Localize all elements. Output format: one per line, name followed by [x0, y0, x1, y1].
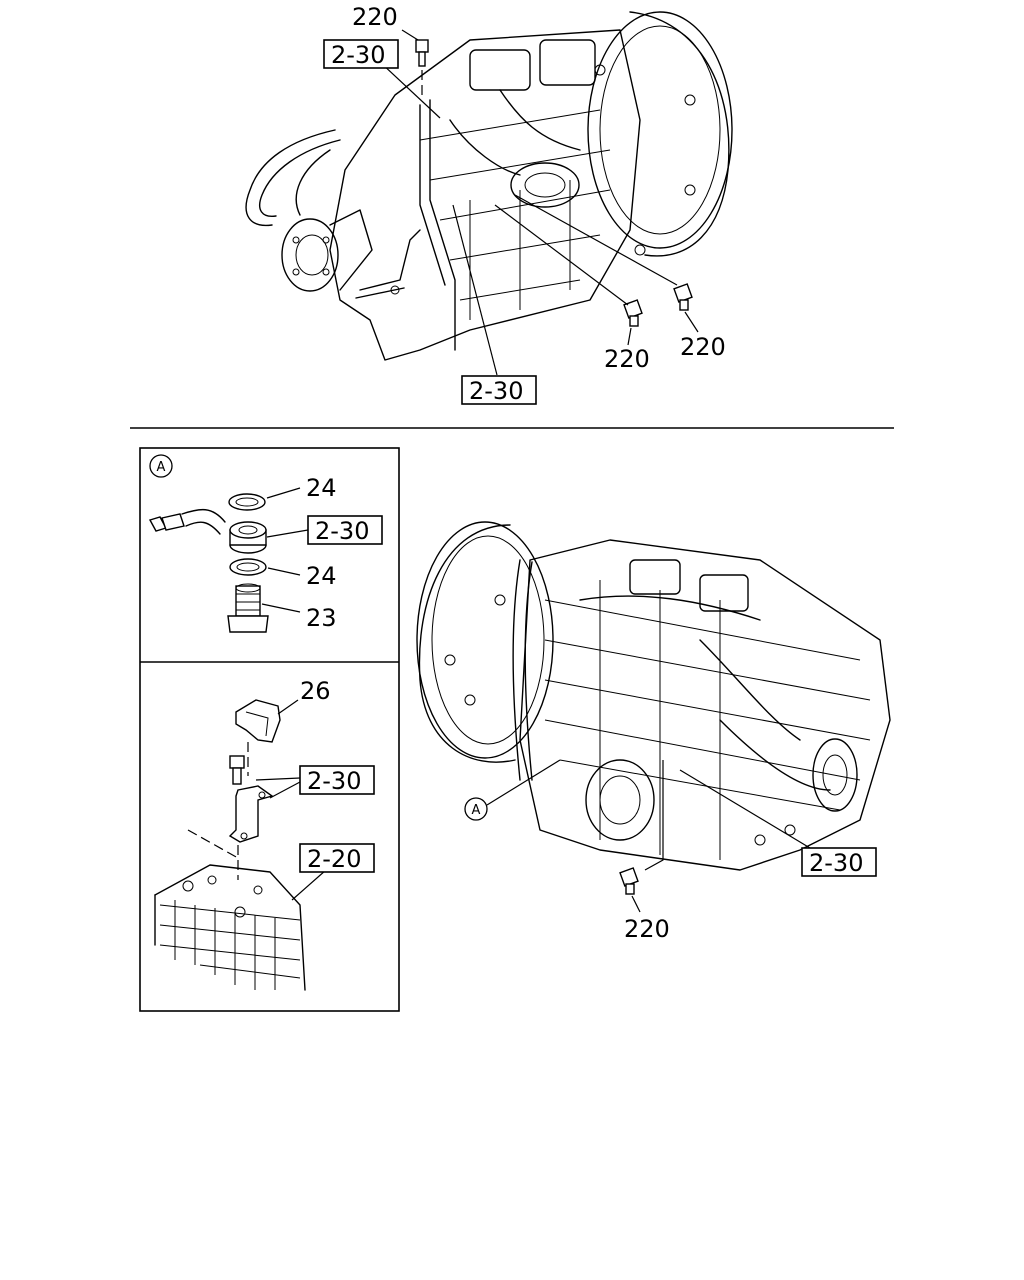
top-bolt-220-label-c: 220	[680, 333, 726, 361]
leader-line	[266, 487, 301, 499]
washer-icon	[228, 493, 266, 511]
bottom-a-marker: A	[464, 797, 488, 821]
leader-line	[644, 760, 664, 871]
ref-label-eyebolt: 2-30	[315, 517, 369, 545]
leader-line	[187, 829, 239, 859]
leader-line	[679, 769, 811, 849]
detail-a-marker: A	[149, 454, 173, 478]
bolt-23-label: 23	[306, 604, 337, 632]
top-bolt-220-label-b: 220	[604, 345, 650, 373]
ref-box-case	[299, 843, 375, 873]
hose-fitting-icon	[148, 508, 226, 535]
clip-icon	[235, 699, 281, 743]
bottom-bolt-icon	[619, 867, 639, 895]
svg-text:A: A	[157, 460, 166, 475]
ref-label-bracket: 2-30	[307, 767, 361, 795]
leader-line	[266, 529, 309, 538]
ref-box-eyebolt	[307, 515, 383, 545]
leader-line	[627, 327, 632, 346]
top-ref-box-b	[461, 375, 537, 405]
transmission-case-corner-icon	[154, 864, 306, 991]
top-ref-box-a	[323, 39, 399, 69]
top-bolt-220-label-a: 220	[352, 3, 398, 31]
ref-label-case: 2-20	[307, 845, 361, 873]
leader-line	[291, 869, 327, 901]
leader-line	[255, 777, 301, 781]
leader-line	[267, 567, 301, 576]
bottom-transmission-illustration	[416, 521, 891, 871]
bottom-ref-label: 2-30	[809, 849, 863, 877]
top-bolt-a-icon	[415, 39, 429, 67]
bottom-bolt-220-label: 220	[624, 915, 670, 943]
ref-box-bracket	[299, 765, 375, 795]
top-bolt-c-icon	[673, 283, 693, 311]
detail-panel-frame	[139, 447, 400, 1012]
eye-bolt-icon	[229, 521, 267, 554]
washer-24-label-b: 24	[306, 562, 337, 590]
leader-line	[277, 699, 299, 715]
top-ref-label-a: 2-30	[331, 41, 385, 69]
leader-line	[261, 603, 301, 613]
svg-text:A: A	[472, 803, 481, 818]
leader-line	[486, 759, 561, 806]
washer-icon	[229, 558, 267, 576]
top-bolt-b-icon	[623, 299, 643, 327]
clip-26-label: 26	[300, 677, 331, 705]
bracket-icon	[228, 785, 274, 843]
leader-line	[514, 194, 678, 286]
leader-line	[684, 311, 699, 333]
bottom-ref-box	[801, 847, 877, 877]
top-ref-label-b: 2-30	[469, 377, 523, 405]
leader-line	[401, 29, 419, 41]
leader-line	[379, 61, 441, 119]
leader-line	[631, 895, 641, 913]
washer-24-label-a: 24	[306, 474, 337, 502]
top-transmission-illustration	[245, 11, 733, 361]
banjo-bolt-icon	[227, 583, 269, 633]
leader-line	[452, 204, 498, 376]
leader-line	[494, 204, 629, 306]
bracket-bolt-icon	[229, 755, 245, 785]
leader-line	[269, 781, 301, 799]
